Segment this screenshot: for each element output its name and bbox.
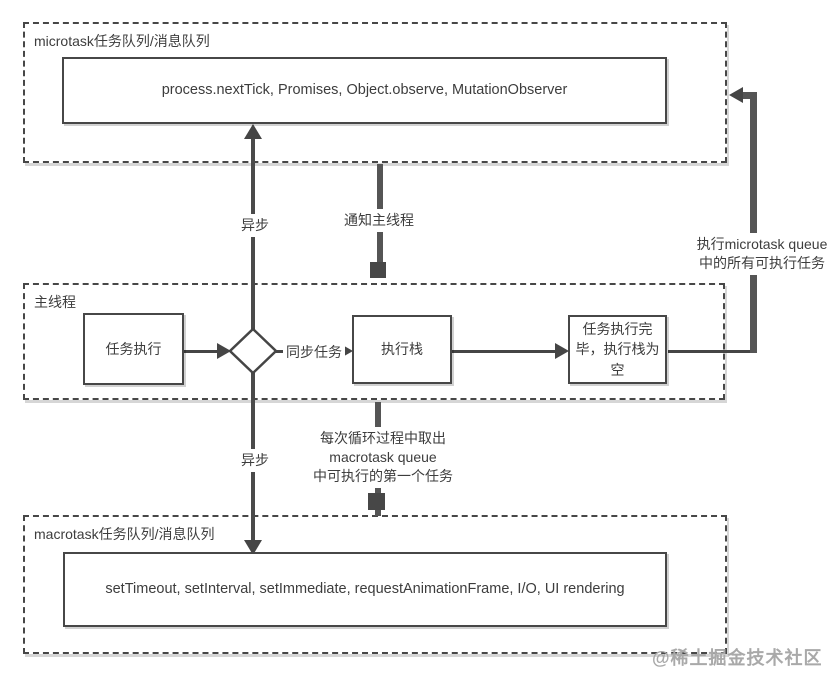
exec-microtask-connector-top <box>742 92 757 99</box>
stack-to-done-arrowhead-icon <box>555 343 569 359</box>
exec-microtask-connector-vertical <box>750 93 757 353</box>
task-exec-node: 任务执行 <box>83 313 184 385</box>
exec-microtask-queue-label: 执行microtask queue 中的所有可执行任务 <box>683 233 838 275</box>
async-down-label: 异步 <box>237 449 273 472</box>
exec-microtask-arrowhead-icon <box>729 87 743 103</box>
juejin-watermark: @稀土掘金技术社区 <box>652 648 823 668</box>
fetch-macrotask-label: 每次循环过程中取出 macrotask queue 中可执行的第一个任务 <box>308 427 458 488</box>
exec-stack-node: 执行栈 <box>352 315 452 384</box>
macrotask-content-text: setTimeout, setInterval, setImmediate, r… <box>105 580 625 597</box>
macrotask-section-title: macrotask任务队列/消息队列 <box>34 526 215 542</box>
task-exec-to-diamond-connector <box>183 350 219 353</box>
microtask-section-title: microtask任务队列/消息队列 <box>34 33 210 49</box>
microtask-content-text: process.nextTick, Promises, Object.obser… <box>161 81 568 98</box>
stack-to-done-connector <box>451 350 557 353</box>
microtask-content-box: process.nextTick, Promises, Object.obser… <box>62 57 667 124</box>
main-thread-section-title: 主线程 <box>34 294 76 310</box>
task-done-to-loop-connector <box>668 350 756 353</box>
decision-diamond-icon <box>228 327 278 375</box>
macrotask-content-box: setTimeout, setInterval, setImmediate, r… <box>63 552 667 627</box>
fetch-macrotask-connector-end <box>368 493 385 510</box>
async-down-arrowhead-icon <box>244 540 262 555</box>
async-up-label: 异步 <box>237 214 273 237</box>
task-exec-label: 任务执行 <box>105 340 162 357</box>
sync-task-label: 同步任务 <box>283 342 345 363</box>
notify-main-thread-connector-end <box>370 262 386 278</box>
task-done-label: 任务执行完毕，执行栈为空 <box>575 321 660 378</box>
exec-stack-label: 执行栈 <box>381 341 423 358</box>
task-done-node: 任务执行完毕，执行栈为空 <box>568 315 667 384</box>
task-exec-arrowhead-icon <box>217 343 231 359</box>
notify-main-thread-label: 通知主线程 <box>340 209 418 232</box>
async-up-arrowhead-icon <box>244 124 262 139</box>
